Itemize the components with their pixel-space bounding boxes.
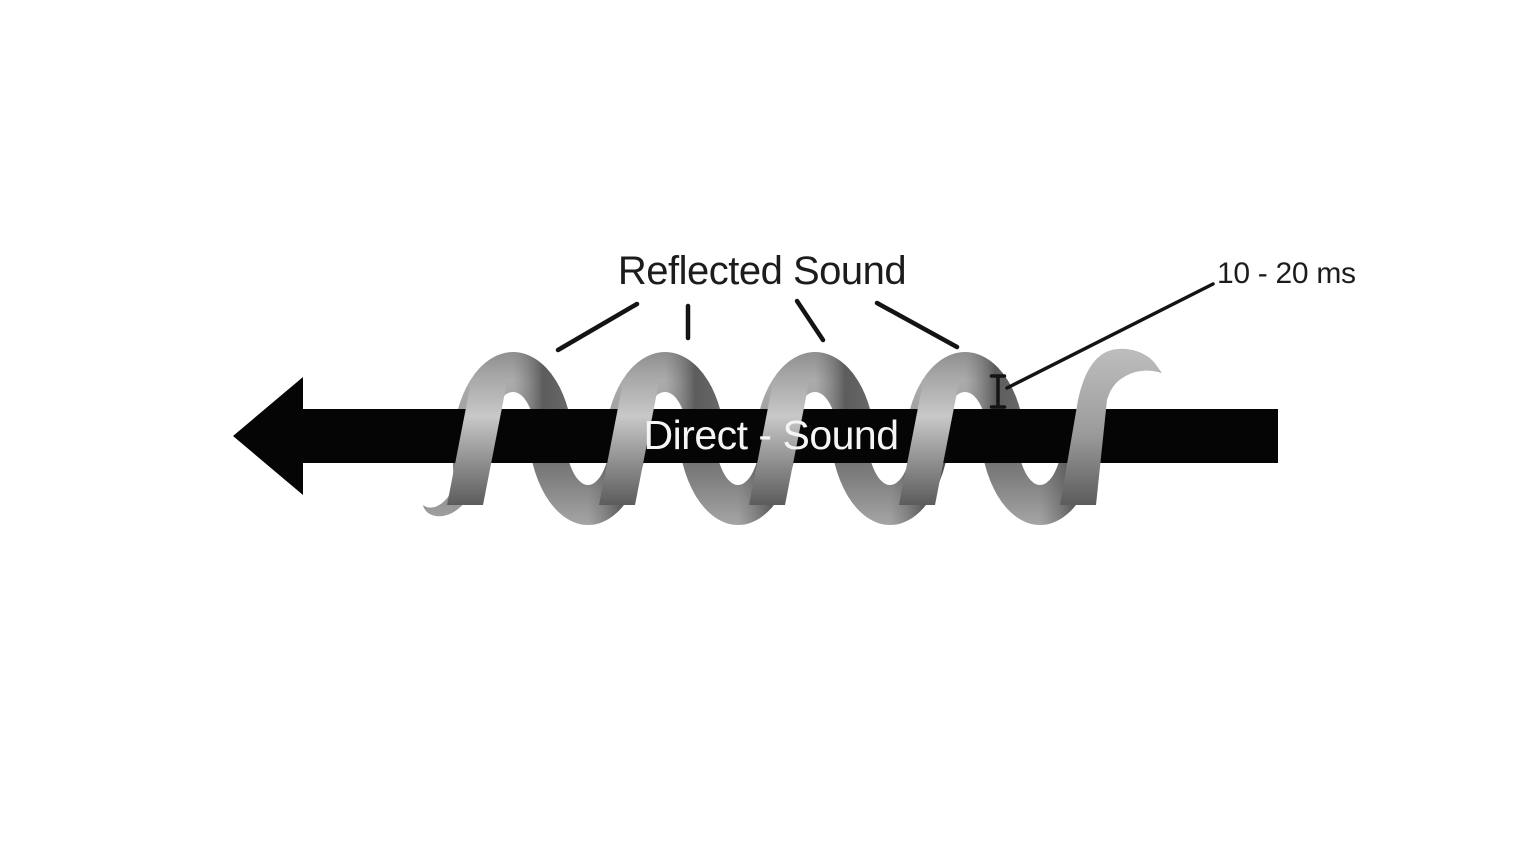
- sound-wave-helix-front: [447, 348, 1162, 505]
- helix-front-strand: [447, 382, 507, 505]
- delay-leader-line: [1005, 282, 1215, 390]
- delay-time-label: 10 - 20 ms: [1217, 257, 1356, 290]
- helix-front-strand: [899, 382, 959, 505]
- reflected-sound-label: Reflected Sound: [617, 249, 907, 293]
- delay-annotation: [989, 282, 1215, 409]
- delay-interval-marker-icon: [989, 374, 1007, 409]
- pointer-line-4: [874, 300, 960, 350]
- pointer-line-3: [794, 298, 826, 343]
- reflection-pointer-lines: [555, 298, 960, 353]
- pointer-line-1: [555, 301, 640, 353]
- helix-front-strand: [599, 382, 659, 505]
- helix-front-strand: [749, 382, 809, 505]
- direct-sound-label: Direct - Sound: [643, 411, 899, 458]
- helix-end-crest: [1060, 348, 1162, 505]
- direct-sound-arrow: [233, 377, 1278, 495]
